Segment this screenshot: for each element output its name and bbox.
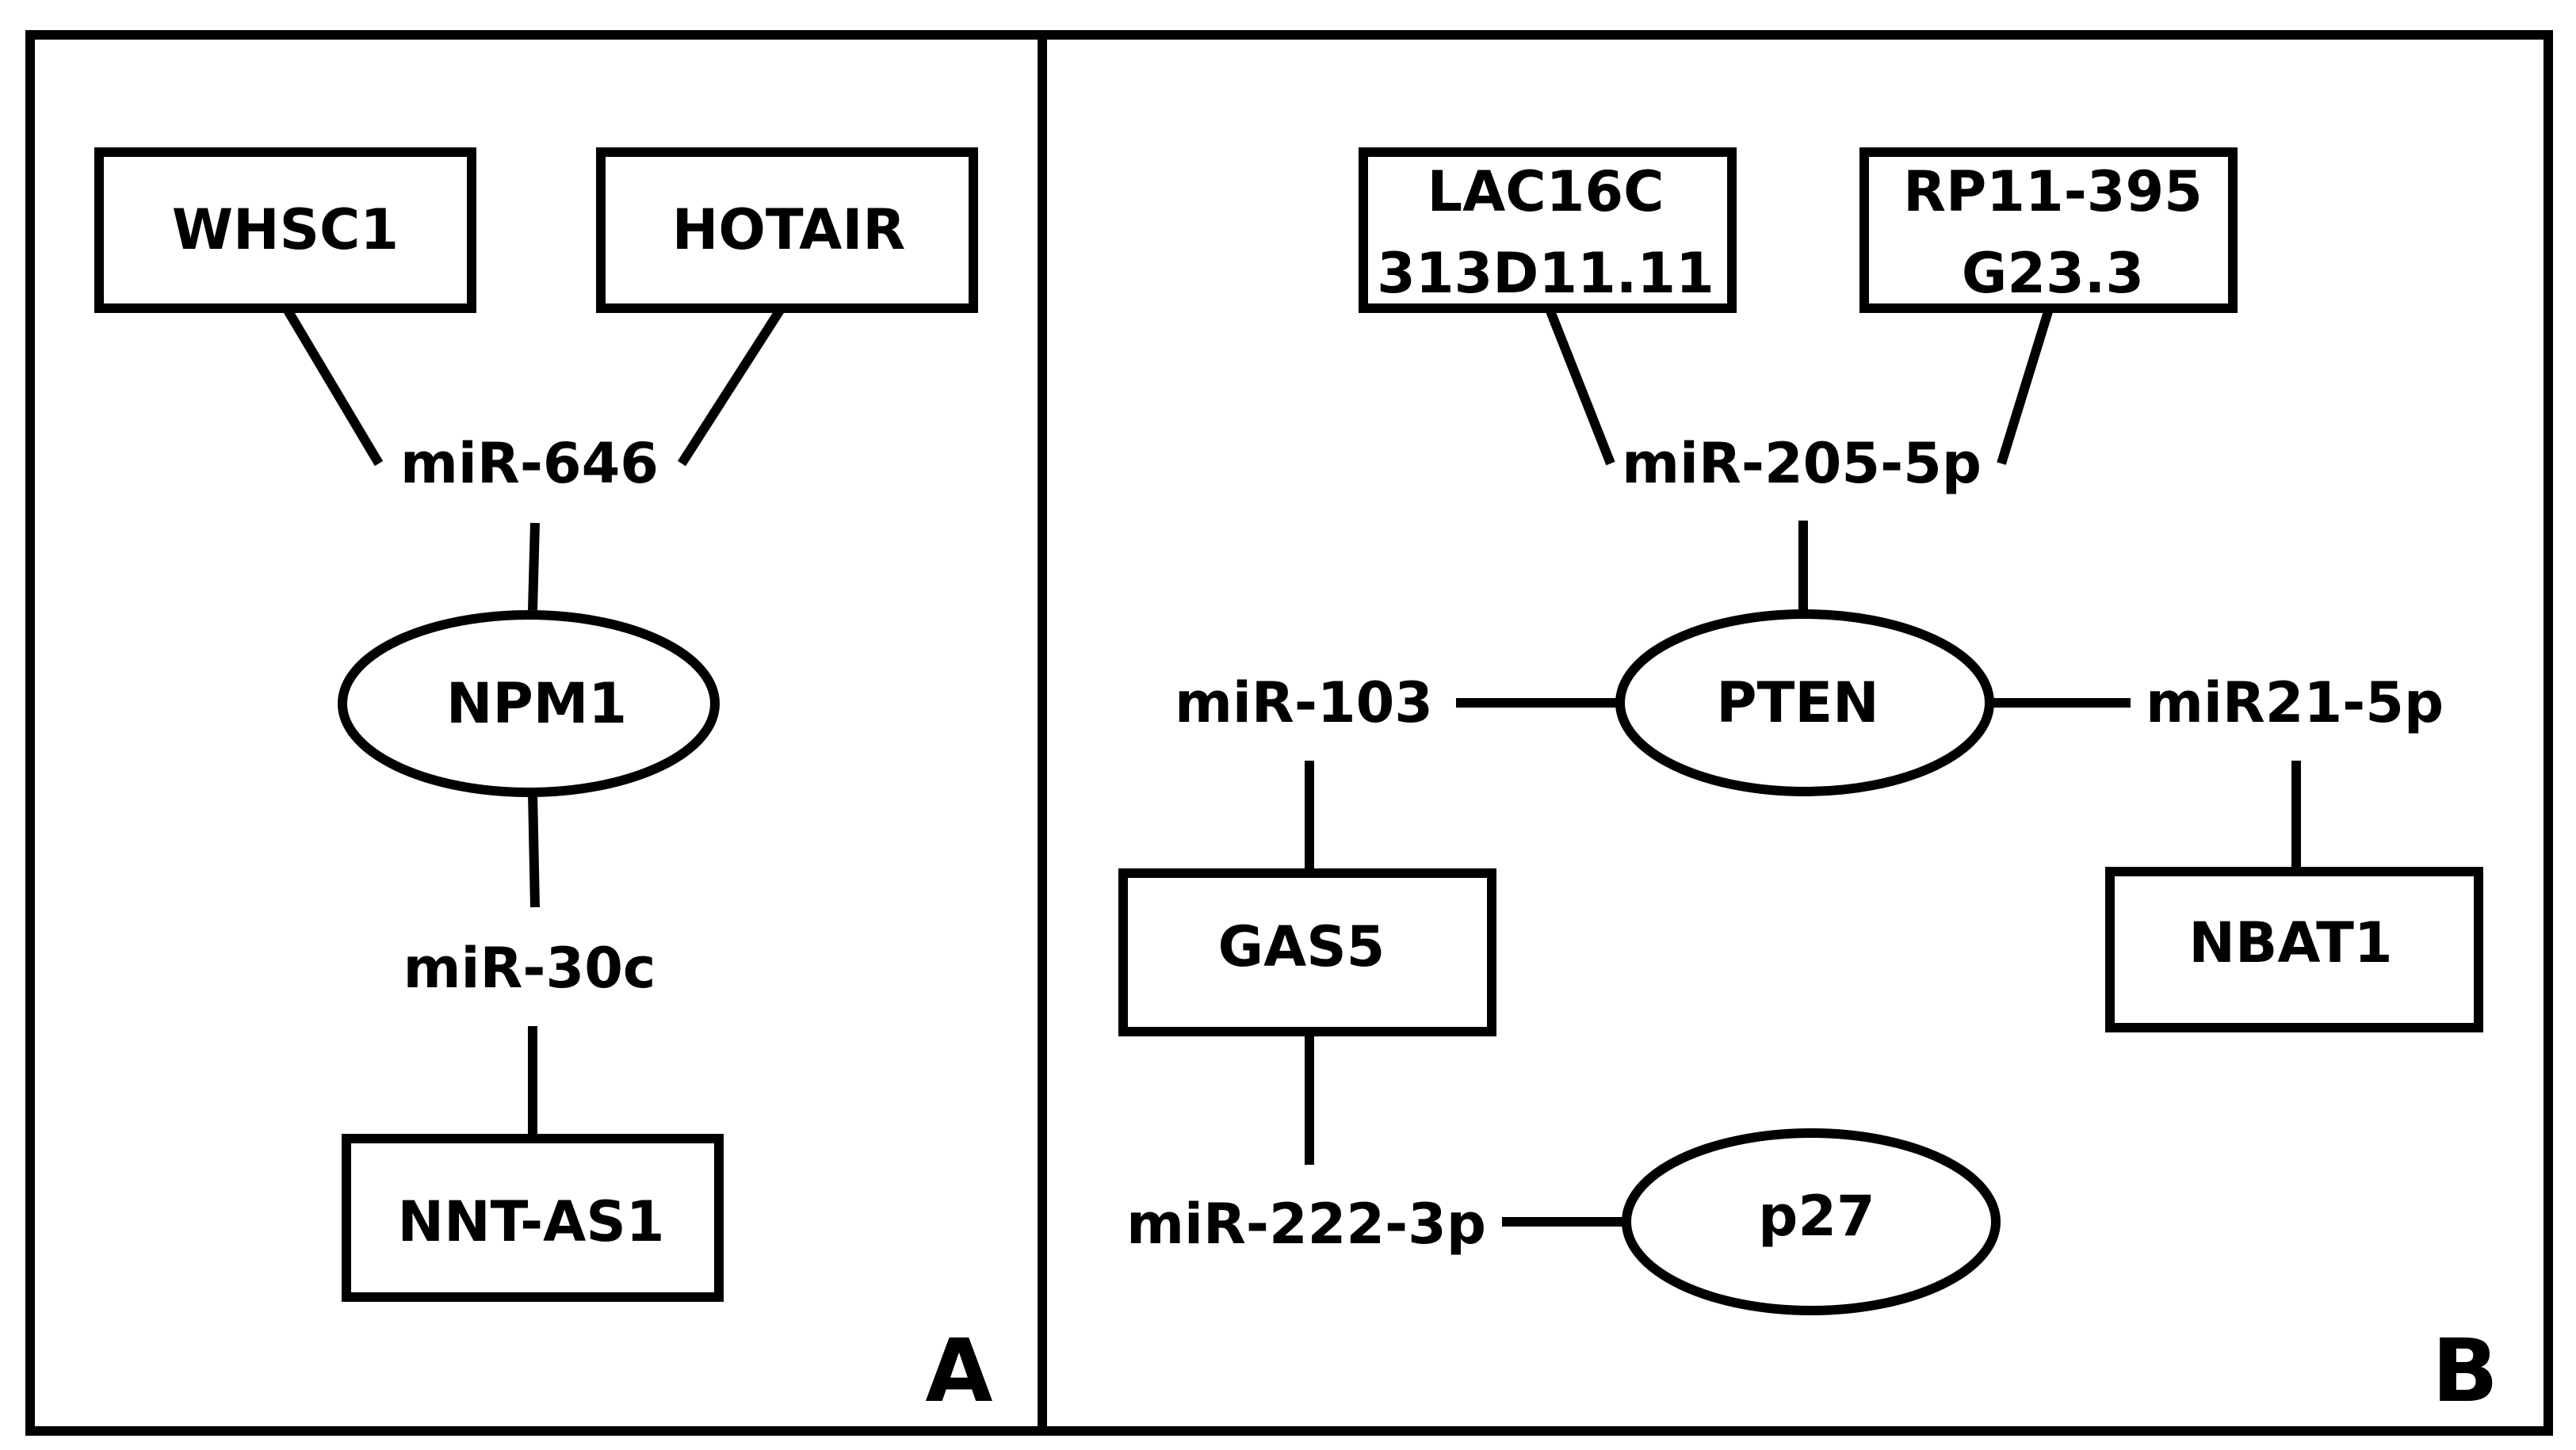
- node-mir103-label: miR-103: [1175, 670, 1433, 735]
- edge-lac16c-mir205: [1545, 307, 1615, 466]
- node-mir21-label: miR21-5p: [2146, 670, 2444, 735]
- node-pten: PTEN: [1615, 609, 1994, 796]
- node-nbat1-label: NBAT1: [2188, 910, 2392, 975]
- node-gas5: GAS5: [1118, 868, 1496, 1036]
- node-lac16c-label-line1: LAC16C: [1428, 159, 1664, 224]
- edge-npm1-mir30c: [528, 792, 540, 908]
- node-mir646-label: miR-646: [400, 431, 659, 496]
- edge-rp11-mir205: [1997, 307, 2054, 465]
- node-rp11-label-line1: RP11-395: [1903, 159, 2203, 224]
- node-p27: p27: [1622, 1128, 2001, 1315]
- node-whsc1: WHSC1: [94, 147, 476, 313]
- edge-whsc1-mir646: [282, 306, 384, 467]
- edge-mir646-npm1: [528, 522, 540, 611]
- node-p27-label: p27: [1758, 1184, 1875, 1249]
- node-nntas1-label: NNT-AS1: [398, 1189, 665, 1254]
- node-rp11-395g23: RP11-395 G23.3: [1859, 147, 2238, 313]
- node-hotair: HOTAIR: [596, 147, 978, 313]
- node-mir205-label: miR-205-5p: [1622, 431, 1982, 496]
- node-npm1-label: NPM1: [446, 671, 627, 736]
- node-rp11-label-line2: G23.3: [1962, 241, 2144, 306]
- node-mir222-label: miR-222-3p: [1126, 1192, 1486, 1257]
- node-mir30c-label: miR-30c: [403, 936, 656, 1001]
- node-lac16c: LAC16C 313D11.11: [1359, 147, 1737, 313]
- node-lac16c-label-line2: 313D11.11: [1377, 241, 1714, 306]
- node-nntas1: NNT-AS1: [342, 1134, 724, 1302]
- panel-b-frame: [1038, 30, 2553, 1436]
- node-hotair-label: HOTAIR: [672, 197, 906, 262]
- node-gas5-label: GAS5: [1218, 914, 1385, 979]
- panel-a: WHSC1 HOTAIR miR-646 NPM1 miR-30c NNT-AS…: [25, 30, 1047, 1436]
- node-whsc1-label: WHSC1: [172, 197, 399, 262]
- node-pten-label: PTEN: [1716, 670, 1878, 735]
- node-nbat1: NBAT1: [2105, 867, 2483, 1032]
- panel-b-letter: B: [2432, 1320, 2498, 1421]
- node-npm1: NPM1: [338, 610, 720, 797]
- panel-b: LAC16C 313D11.11 RP11-395 G23.3 miR-205-…: [1038, 30, 2553, 1436]
- panel-a-letter: A: [925, 1320, 992, 1421]
- edge-hotair-mir646: [677, 306, 785, 467]
